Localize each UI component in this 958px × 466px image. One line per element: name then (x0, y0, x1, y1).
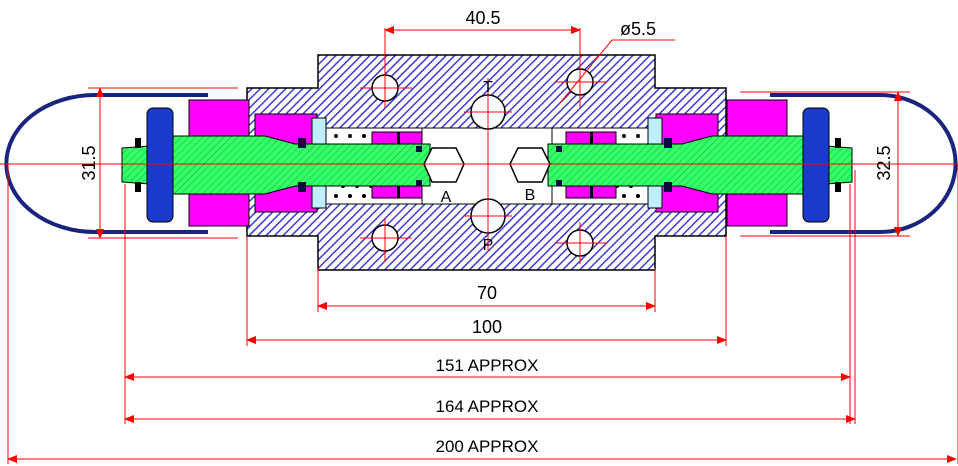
dim-164: 164 APPROX (435, 397, 538, 416)
center-lines (0, 28, 958, 264)
dim-100: 100 (472, 317, 502, 337)
port-p-label: P (483, 237, 494, 254)
left-nut (135, 107, 174, 223)
port-t-label: T (483, 79, 493, 96)
port-b-hex (509, 147, 551, 183)
dim-151: 151 APPROX (435, 356, 538, 375)
dim-70: 70 (477, 283, 497, 303)
dim-hole-spacing: 40.5 (465, 8, 500, 28)
dim-200: 200 APPROX (435, 437, 538, 456)
port-a-hex (423, 147, 465, 183)
dim-left-cap: 31.5 (79, 145, 99, 180)
seals (298, 138, 672, 192)
port-b-label: B (525, 187, 536, 204)
right-nut (802, 107, 841, 223)
dim-hole-diameter: ø5.5 (620, 19, 656, 39)
port-a-label: A (441, 189, 452, 206)
dim-right-cap: 32.5 (874, 145, 894, 180)
dimension-lines (7, 26, 958, 464)
